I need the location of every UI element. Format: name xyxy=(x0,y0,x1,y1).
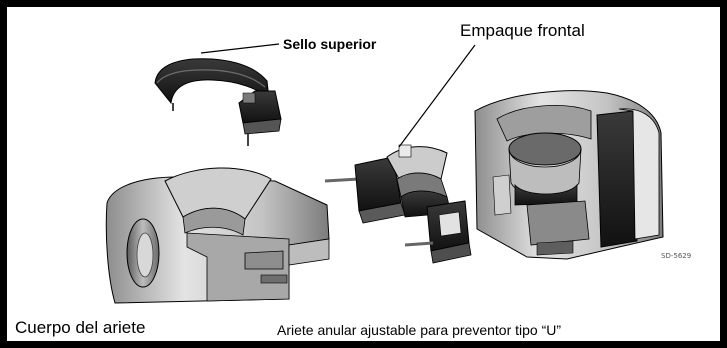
ram-assembly xyxy=(474,90,664,260)
front-packer-leader xyxy=(398,44,476,148)
top-seal-leader xyxy=(200,43,280,54)
exploded-ram-illustration xyxy=(105,43,664,304)
top-seal xyxy=(154,58,282,146)
label-front-packer: Empaque frontal xyxy=(460,21,585,40)
label-top-seal: Sello superior xyxy=(283,36,377,52)
drawing-code: SD-5629 xyxy=(661,252,692,260)
front-packer xyxy=(324,144,472,264)
ram-body-part xyxy=(105,167,330,304)
figure-caption: Ariete anular ajustable para preventor t… xyxy=(277,322,562,338)
label-ram-body: Cuerpo del ariete xyxy=(15,318,146,337)
